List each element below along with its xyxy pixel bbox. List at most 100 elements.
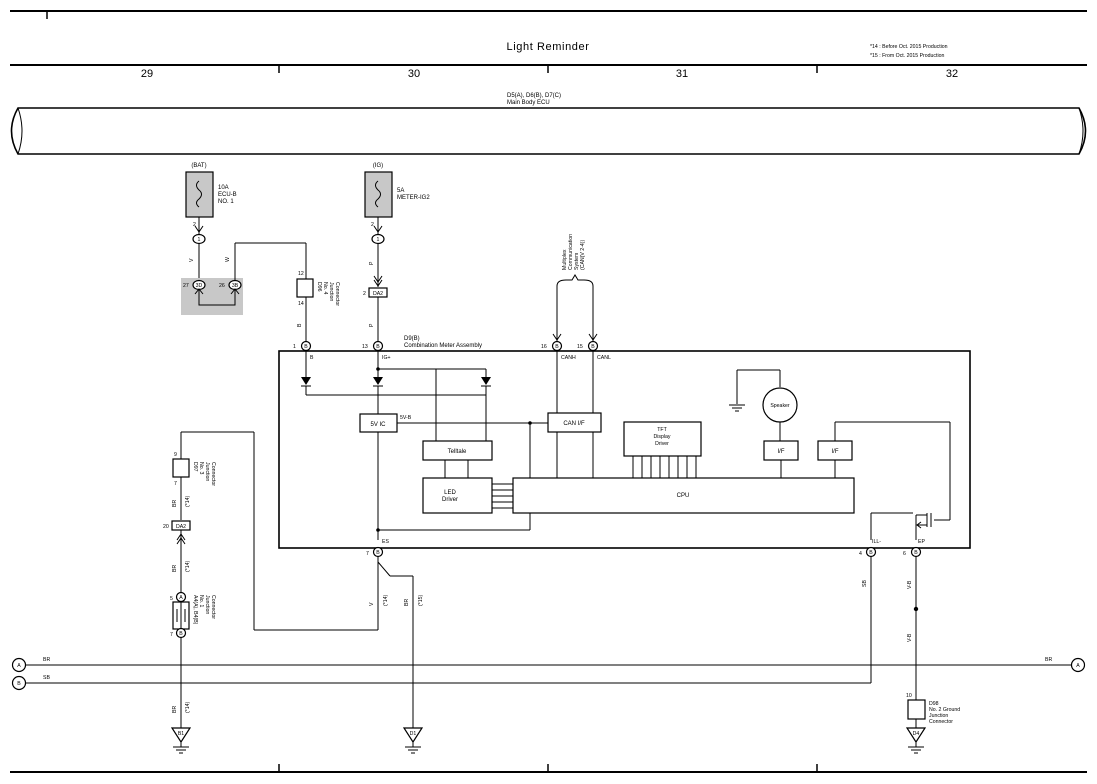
- junction-d97: [172, 458, 190, 478]
- fuse1-connector: [192, 233, 206, 245]
- page-title: Light Reminder: [507, 41, 590, 53]
- svg-text:Connector: Connector: [334, 282, 340, 306]
- svg-text:5: 5: [170, 596, 173, 602]
- svg-text:1: 1: [198, 237, 201, 243]
- svg-text:4: 4: [859, 551, 862, 557]
- meter-code: D9(B): [404, 336, 420, 342]
- svg-text:3B: 3B: [232, 283, 239, 289]
- svg-text:7: 7: [170, 632, 173, 638]
- svg-text:CPU: CPU: [677, 493, 690, 499]
- block-telltale: [422, 440, 493, 461]
- svg-text:9: 9: [174, 452, 177, 458]
- svg-text:B: B: [179, 631, 183, 637]
- svg-text:BR: BR: [172, 500, 178, 507]
- svg-text:15: 15: [577, 344, 583, 350]
- svg-text:B: B: [869, 550, 873, 556]
- bus-a-right: [1070, 657, 1086, 673]
- svg-text:Junction: Junction: [204, 595, 210, 614]
- block-cpu: [512, 477, 855, 514]
- bus-a-left: [11, 657, 27, 673]
- ecu-name: Main Body ECU: [507, 100, 550, 106]
- svg-text:(*15): (*15): [418, 594, 424, 606]
- fuse1: [185, 171, 214, 218]
- svg-text:Connector: Connector: [210, 462, 216, 486]
- svg-text:7: 7: [366, 551, 369, 557]
- svg-text:B: B: [304, 344, 308, 350]
- block-led-driver: [422, 477, 493, 514]
- svg-text:D4: D4: [913, 731, 920, 737]
- svg-text:IG+: IG+: [382, 355, 391, 361]
- wire-w-label: W: [225, 257, 231, 262]
- block-can-if: [547, 412, 602, 433]
- svg-text:No. 1: No. 1: [198, 595, 204, 608]
- svg-text:(*14): (*14): [383, 594, 389, 606]
- svg-text:A: A: [1076, 663, 1080, 669]
- ecu-code: D5(A), D6(B), D7(C): [507, 93, 561, 99]
- svg-text:Driver: Driver: [442, 497, 458, 503]
- svg-text:D96: D96: [316, 282, 322, 292]
- svg-text:P: P: [369, 261, 375, 265]
- svg-text:P: P: [369, 323, 375, 327]
- svg-text:SB: SB: [43, 675, 50, 681]
- svg-text:No. 4: No. 4: [322, 282, 328, 295]
- fuse2-connector: [371, 233, 385, 245]
- wire-v-label: V: [189, 258, 195, 262]
- svg-text:(*14): (*14): [185, 495, 191, 507]
- svg-text:DA2: DA2: [176, 524, 186, 530]
- column-29: 29: [141, 68, 153, 80]
- svg-text:Multiplex: Multiplex: [562, 249, 568, 270]
- svg-text:B: B: [591, 344, 595, 350]
- meter-name: Combination Meter Assembly: [404, 343, 482, 349]
- fuse2-rating: 5A: [397, 188, 404, 194]
- ground-b1: B1: [170, 727, 192, 754]
- ground-d4: D4: [905, 727, 927, 754]
- svg-text:SB: SB: [862, 580, 868, 587]
- column-30: 30: [408, 68, 420, 80]
- svg-text:V-B: V-B: [907, 580, 913, 589]
- ground-d1: D1: [402, 727, 424, 754]
- svg-text:1: 1: [293, 344, 296, 350]
- svg-text:LED: LED: [444, 490, 456, 496]
- svg-text:B: B: [17, 681, 21, 687]
- svg-text:10: 10: [906, 693, 912, 699]
- svg-text:B: B: [376, 550, 380, 556]
- svg-text:2: 2: [371, 222, 374, 228]
- svg-text:14: 14: [298, 301, 304, 307]
- svg-text:Junction: Junction: [929, 713, 948, 719]
- fuse2: [364, 171, 393, 218]
- svg-text:B: B: [376, 344, 380, 350]
- svg-text:D1: D1: [410, 731, 417, 737]
- svg-text:13: 13: [362, 344, 368, 350]
- svg-text:Connector: Connector: [210, 595, 216, 619]
- svg-text:ILL-: ILL-: [872, 539, 881, 545]
- svg-text:B: B: [310, 355, 314, 361]
- svg-text:CANL: CANL: [597, 355, 611, 361]
- svg-text:EP: EP: [918, 539, 925, 545]
- svg-text:Communication: Communication: [568, 234, 574, 270]
- svg-text:Connector: Connector: [929, 719, 953, 725]
- ecu-bar: [10, 107, 1087, 155]
- svg-text:A: A: [179, 595, 183, 601]
- column-31: 31: [676, 68, 688, 80]
- svg-text:Junction: Junction: [328, 282, 334, 301]
- svg-text:2: 2: [363, 291, 366, 297]
- svg-text:V: V: [369, 602, 375, 606]
- svg-text:No. 3: No. 3: [198, 462, 204, 475]
- svg-text:Display: Display: [653, 434, 670, 440]
- bus-b-left: [11, 675, 27, 691]
- svg-text:BR: BR: [172, 706, 178, 713]
- junction-d98: [907, 699, 926, 720]
- svg-text:5V IC: 5V IC: [370, 422, 386, 428]
- svg-text:DA2: DA2: [373, 291, 383, 297]
- svg-text:CANH: CANH: [561, 355, 576, 361]
- svg-text:ES: ES: [382, 539, 389, 545]
- fuse1-rating: 10A: [218, 185, 229, 191]
- svg-text:System: System: [574, 253, 580, 270]
- svg-text:(*14): (*14): [185, 560, 191, 572]
- fuse1-element-icon: [196, 180, 202, 208]
- svg-text:A: A: [17, 663, 21, 669]
- junction-d96: [296, 278, 314, 298]
- block-tft-driver: [623, 421, 702, 457]
- svg-text:V-B: V-B: [907, 633, 913, 642]
